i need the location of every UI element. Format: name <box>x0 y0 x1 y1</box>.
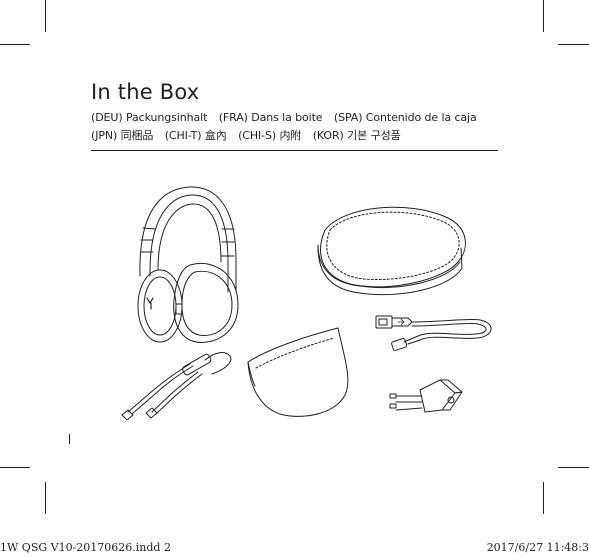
crop-mark-bottom-right-horizontal <box>558 467 589 468</box>
translation-fra: (FRA) Dans la boite <box>218 111 323 124</box>
translation-spa: (SPA) Contenido de la caja <box>333 111 477 124</box>
carrying-case-icon <box>317 206 466 296</box>
headphones-icon <box>137 186 239 343</box>
translation-chi-s: (CHI-S) 内附 <box>238 129 302 142</box>
crop-mark-bottom-left <box>45 482 46 514</box>
translation-deu: (DEU) Packungsinhalt <box>91 111 208 124</box>
footer-timestamp: 2017/6/27 11:48:3 <box>486 541 589 554</box>
crop-mark-top-left <box>45 0 46 32</box>
translation-jpn: (JPN) 同梱品 <box>91 129 154 142</box>
margin-tick <box>69 434 70 444</box>
divider <box>91 150 498 151</box>
pouch-icon <box>247 327 349 417</box>
footer-file-name: 1W QSG V10-20170626.indd 2 <box>0 541 171 554</box>
translations-line-2: (JPN) 同梱品 (CHI-T) 盒內 (CHI-S) 内附 (KOR) 기본… <box>91 127 409 143</box>
usb-charging-cable-icon <box>375 315 492 351</box>
crop-mark-top-right-horizontal <box>558 44 589 45</box>
page-title: In the Box <box>91 80 200 104</box>
crop-mark-top-right <box>543 0 544 32</box>
airplane-adapter-icon <box>389 379 463 413</box>
translation-kor: (KOR) 기본 구성품 <box>312 129 401 142</box>
translations-line-1: (DEU) Packungsinhalt (FRA) Dans la boite… <box>91 111 485 124</box>
crop-mark-bottom-right <box>543 482 544 514</box>
translation-chi-t: (CHI-T) 盒內 <box>164 129 227 142</box>
crop-mark-bottom-left-horizontal <box>0 467 30 468</box>
audio-cable-with-remote-icon <box>121 352 232 421</box>
crop-mark-top-left-horizontal <box>0 44 30 45</box>
